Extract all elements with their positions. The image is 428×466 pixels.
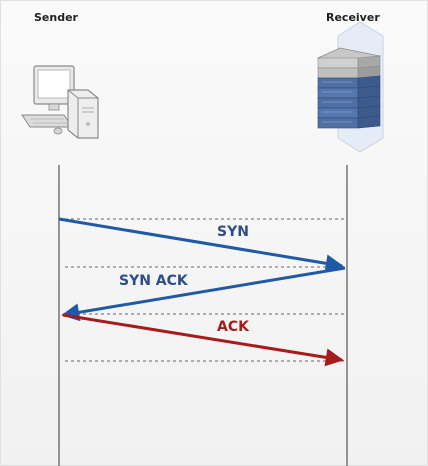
syn-ack-label: SYN ACK xyxy=(119,273,188,289)
syn-ack-arrow xyxy=(61,266,346,322)
ack-label: ACK xyxy=(217,319,249,335)
sender-title: Sender xyxy=(34,11,78,24)
server-rack-icon xyxy=(316,21,384,153)
syn-arrow xyxy=(58,217,344,273)
receiver-title: Receiver xyxy=(326,11,380,24)
ack-arrow xyxy=(62,313,344,367)
desktop-computer-icon xyxy=(21,65,99,139)
syn-label: SYN xyxy=(217,224,249,240)
